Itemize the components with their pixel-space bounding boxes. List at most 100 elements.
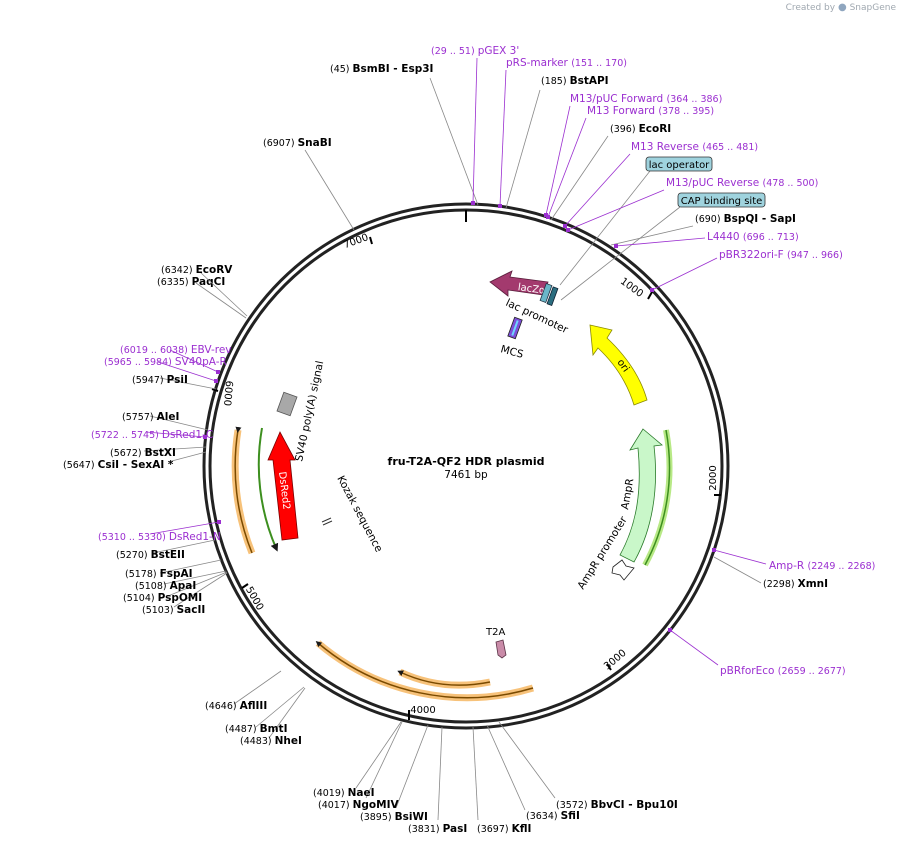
primer-binding-mark xyxy=(498,204,502,208)
primer-leader-line xyxy=(651,257,718,291)
site-name: AleI xyxy=(157,411,180,423)
feature-callout[interactable]: CAP binding site xyxy=(560,192,766,301)
site-label: (5270) BstEII xyxy=(116,549,185,561)
site-leader-line xyxy=(355,721,402,789)
site-label: (6335) PaqCI xyxy=(157,276,225,288)
restriction-site[interactable]: (5757) AleI xyxy=(122,411,209,431)
restriction-site[interactable]: (5270) BstEII xyxy=(116,539,216,561)
site-name: FspAI xyxy=(160,568,193,580)
restriction-site[interactable]: (3634) SfiI xyxy=(486,724,580,822)
primer-site[interactable]: (29 .. 51) pGEX 3' xyxy=(431,45,519,205)
tick-marks xyxy=(211,236,721,720)
site-name: BbvCI xyxy=(591,799,625,811)
primer-name: M13 Reverse xyxy=(631,141,702,153)
tick-label: 4000 xyxy=(410,705,435,716)
site-position: (5103) xyxy=(142,605,177,616)
primer-site[interactable]: pRS-marker (151 .. 170) xyxy=(498,57,627,208)
callout-text: lac operator xyxy=(649,160,710,171)
site-leader-line xyxy=(173,572,228,608)
primer-leader-line xyxy=(669,629,719,666)
site-leader-line xyxy=(268,687,306,739)
restriction-site[interactable]: (6907) SnaBI xyxy=(263,137,355,231)
sv40-polya-mark xyxy=(276,391,298,417)
primer-site[interactable]: (5722 .. 5745) DsRed1-C xyxy=(91,429,213,441)
restriction-site[interactable]: (45) BsmBI - Esp3I xyxy=(330,63,479,206)
restriction-site[interactable]: (3831) PasI xyxy=(408,726,467,835)
restriction-site[interactable]: (5947) PsiI xyxy=(132,374,217,390)
primer-name: EBV-rev xyxy=(191,344,232,356)
restriction-site[interactable]: (6335) PaqCI xyxy=(157,276,247,319)
site-leader-line xyxy=(159,559,222,574)
site-name: EcoRV xyxy=(196,264,234,276)
primer-leader-line xyxy=(149,521,220,535)
primer-site[interactable]: pBR322ori-F (947 .. 966) xyxy=(650,249,843,292)
restriction-site[interactable]: (185) BstAPI xyxy=(505,75,609,209)
primer-label: pBRforEco (2659 .. 2677) xyxy=(720,665,846,677)
tick-label: 2000 xyxy=(708,465,719,490)
site-position: (185) xyxy=(541,76,570,87)
restriction-site[interactable]: (3697) KflI xyxy=(472,726,531,835)
primer-label: M13 Forward (378 .. 395) xyxy=(587,105,714,117)
primer-site[interactable]: (5310 .. 5330) DsRed1-N xyxy=(98,520,221,543)
site-leader-line xyxy=(167,571,228,597)
primer-site[interactable]: (5965 .. 5984) SV40pA-R xyxy=(104,356,227,383)
site-position: (3831) xyxy=(408,824,443,835)
site-position: (5178) xyxy=(125,569,160,580)
primer-leader-line xyxy=(547,117,587,218)
site-position: (6335) xyxy=(157,277,192,288)
site-label: (5108) ApaI xyxy=(135,580,196,592)
restriction-site[interactable]: (4019) NaeI xyxy=(313,721,402,799)
restriction-site[interactable]: (6342) EcoRV xyxy=(161,264,248,317)
primer-binding-mark xyxy=(546,215,550,219)
green-arc-right-core xyxy=(644,429,671,566)
restriction-site[interactable]: (4017) NgoMIV xyxy=(318,721,403,811)
primer-site[interactable]: M13 Forward (378 .. 395) xyxy=(546,105,714,219)
site-label: (5103) SacII xyxy=(142,604,205,616)
site-label: (5947) PsiI xyxy=(132,374,188,386)
restriction-site[interactable]: (4483) NheI xyxy=(240,687,306,747)
primer-site[interactable]: M13 Reverse (465 .. 481) xyxy=(563,141,758,228)
site-position: (6342) xyxy=(161,265,196,276)
restriction-site[interactable]: (5103) SacII xyxy=(142,572,228,616)
restriction-site[interactable]: (5108) ApaI xyxy=(135,570,227,592)
restriction-site[interactable]: (5672) BstXI xyxy=(110,446,207,459)
primer-site[interactable]: pBRforEco (2659 .. 2677) xyxy=(668,628,846,677)
primer-label: Amp-R (2249 .. 2268) xyxy=(769,560,875,572)
primer-label: (29 .. 51) pGEX 3' xyxy=(431,45,519,57)
restriction-site[interactable]: (4487) BmtI xyxy=(225,686,305,735)
site-leader-line xyxy=(437,726,443,821)
restriction-site[interactable]: (5104) PspOMI xyxy=(123,571,228,604)
restriction-site[interactable]: (5178) FspAI xyxy=(125,559,222,580)
primer-name: pGEX 3' xyxy=(478,45,520,57)
site-leader-line xyxy=(610,225,694,246)
site-leader-line xyxy=(486,724,526,811)
site-name: BspQI xyxy=(724,213,759,225)
restriction-site[interactable]: (3572) BbvCI - Bpu10I xyxy=(498,721,678,811)
primer-site[interactable]: Amp-R (2249 .. 2268) xyxy=(712,548,875,572)
restriction-site[interactable]: (396) EcoRI xyxy=(550,123,671,221)
primer-position: (29 .. 51) xyxy=(431,46,478,57)
site-label: (5672) BstXI xyxy=(110,447,176,459)
site-label: (5104) PspOMI xyxy=(123,592,202,604)
primer-leader-line xyxy=(499,69,507,207)
primer-position: (2659 .. 2677) xyxy=(778,666,846,677)
restriction-site[interactable]: (2298) XmnI xyxy=(713,556,828,590)
site-leader-line xyxy=(365,721,403,799)
primer-sites: (29 .. 51) pGEX 3'pRS-marker (151 .. 170… xyxy=(91,45,875,677)
restriction-site[interactable]: (5647) CsiI - SexAI * xyxy=(63,451,207,471)
restriction-site[interactable]: (690) BspQI - SapI xyxy=(610,213,796,246)
feature-callout[interactable]: lac operator xyxy=(559,156,713,286)
primer-site[interactable]: L4440 (696 .. 713) xyxy=(614,231,799,248)
restriction-site[interactable]: (3895) BsiWI xyxy=(360,724,429,823)
primer-name: M13/pUC Reverse xyxy=(666,177,763,189)
primer-name: DsRed1-N xyxy=(169,531,221,543)
primer-name: pBR322ori-F xyxy=(719,249,787,261)
site-name: XmnI xyxy=(798,578,828,590)
callout-leader-line xyxy=(560,206,681,301)
restriction-site[interactable]: (4646) AflIII xyxy=(205,670,282,712)
site-name: BsmBI xyxy=(353,63,390,75)
primer-site[interactable]: M13/pUC Reverse (478 .. 500) xyxy=(566,177,818,232)
primer-site[interactable]: (6019 .. 6038) EBV-rev xyxy=(120,344,232,374)
primer-name: pRS-marker xyxy=(506,57,571,69)
